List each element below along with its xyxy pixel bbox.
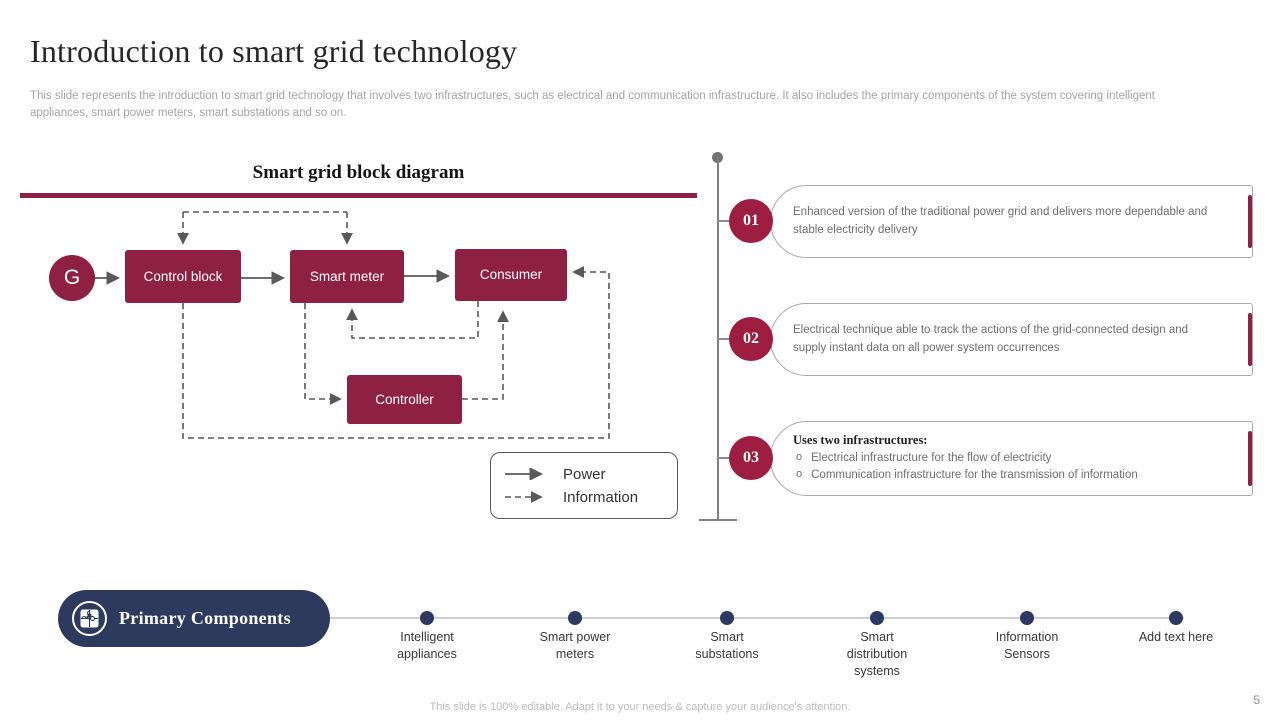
diagram-connectors [95, 211, 610, 439]
component-label-smart-power-meters: Smart power meters [539, 630, 611, 661]
legend-information-label: Information [563, 488, 639, 506]
slide-description: This slide represents the introduction t… [30, 90, 1155, 119]
bullet-text: Communication infrastructure for the tra… [811, 469, 1138, 481]
generator-node[interactable]: G [49, 255, 95, 301]
point-card-2[interactable]: Electrical technique able to track the a… [770, 303, 1253, 376]
component-label-intelligent-appliances: Intelligent appliances [397, 630, 457, 661]
component-label-smart-distribution: Smart distribution systems [846, 630, 908, 678]
component-dot[interactable] [1169, 611, 1183, 625]
diagram-title-underline [20, 193, 697, 198]
smart-meter-node[interactable]: Smart meter [290, 250, 404, 303]
point-connector [718, 457, 734, 459]
legend-power-label: Power [563, 465, 606, 483]
component-label-smart-substations: Smart substations [695, 630, 759, 661]
point-number-badge: 03 [729, 436, 773, 480]
component-dot[interactable] [720, 611, 734, 625]
consumer-node[interactable]: Consumer [455, 249, 567, 301]
point-connector [718, 220, 734, 222]
solid-arrow-icon [505, 468, 544, 480]
bullet-item: o Electrical infrastructure for the flow… [793, 450, 1210, 467]
puzzle-icon [72, 601, 107, 636]
bullet-item: o Communication infrastructure for the t… [793, 467, 1210, 484]
point-text: Enhanced version of the traditional powe… [793, 206, 1208, 236]
diagram-legend: Power Information [490, 452, 678, 519]
primary-components-label: Primary Components [119, 608, 291, 628]
smart-grid-diagram: Smart grid block diagram G Control block… [0, 150, 712, 548]
component-label-add-text: Add text here [1138, 630, 1214, 644]
information-lines [177, 211, 610, 439]
bullet-text: Electrical infrastructure for the flow o… [811, 452, 1052, 465]
diagram-title: Smart grid block diagram [252, 162, 465, 183]
component-label-information-sensors: Information Sensors [995, 630, 1059, 661]
point-number-badge: 01 [729, 199, 773, 243]
footer-note: This slide is 100% editable. Adapt it to… [429, 701, 851, 713]
legend-information-row: Information [503, 489, 665, 506]
point-number-badge: 02 [729, 317, 773, 361]
component-dot[interactable] [420, 611, 434, 625]
card-accent-bar [1248, 195, 1252, 248]
point-heading: Uses two infrastructures: [793, 433, 928, 448]
page-title: Introduction to smart grid technology [30, 33, 518, 69]
timeline-end-tick [699, 519, 737, 521]
primary-components-pill[interactable]: Primary Components [58, 590, 330, 647]
point-text: Electrical technique able to track the a… [793, 324, 1189, 354]
components-line [322, 617, 1184, 619]
card-accent-bar [1248, 313, 1252, 366]
card-accent-bar [1248, 431, 1252, 486]
legend-power-row: Power [503, 466, 665, 483]
bullet-marker: o [796, 468, 803, 480]
power-lines [95, 269, 451, 285]
point-connector [718, 338, 734, 340]
controller-node[interactable]: Controller [347, 375, 462, 424]
component-dot[interactable] [568, 611, 582, 625]
bullet-marker: o [796, 451, 803, 464]
point-card-3[interactable]: Uses two infrastructures: o Electrical i… [770, 421, 1253, 496]
control-block-node[interactable]: Control block [125, 250, 241, 303]
point-card-1[interactable]: Enhanced version of the traditional powe… [770, 185, 1253, 258]
component-dot[interactable] [1020, 611, 1034, 625]
dashed-arrow-icon [505, 491, 543, 503]
component-dot[interactable] [870, 611, 884, 625]
page-number: 5 [1253, 693, 1260, 707]
